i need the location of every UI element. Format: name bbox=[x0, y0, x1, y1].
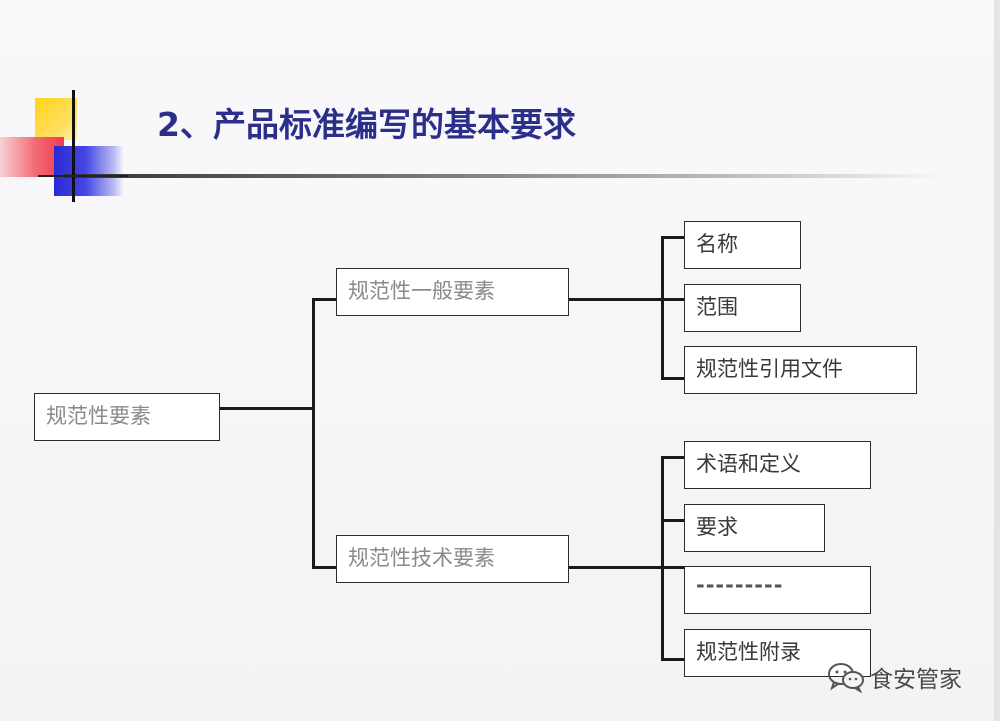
node-leaf-name: 名称 bbox=[684, 221, 801, 269]
connector-b2-c1 bbox=[661, 456, 685, 459]
connector-b2-c2 bbox=[661, 519, 685, 522]
wechat-logo-icon bbox=[828, 663, 864, 693]
connector-b1-c3 bbox=[661, 377, 685, 380]
node-leaf-requirements: 要求 bbox=[684, 504, 825, 552]
connector-b2-c3 bbox=[661, 566, 685, 569]
connector-b1-c1 bbox=[661, 236, 685, 239]
decor-red-square bbox=[0, 137, 64, 177]
connector-b1-trunk bbox=[661, 236, 664, 379]
watermark: 食安管家 bbox=[826, 660, 962, 694]
connector-b1-c2 bbox=[661, 298, 685, 301]
connector-b2-c4 bbox=[661, 658, 685, 661]
connector-branch-2 bbox=[312, 566, 336, 569]
decor-vertical-line bbox=[72, 90, 75, 202]
node-leaf-normative-references: 规范性引用文件 bbox=[684, 346, 917, 394]
connector-b2-out bbox=[568, 566, 664, 569]
connector-branch-1 bbox=[312, 298, 336, 301]
node-leaf-ellipsis: --------- bbox=[684, 566, 871, 614]
decor-blue-square bbox=[54, 146, 124, 196]
watermark-text: 食安管家 bbox=[870, 667, 962, 693]
node-leaf-normative-annex: 规范性附录 bbox=[684, 629, 871, 677]
node-leaf-scope: 范围 bbox=[684, 284, 801, 332]
connector-b1-out bbox=[568, 298, 664, 301]
slide-edge bbox=[994, 0, 1000, 721]
node-branch-general: 规范性一般要素 bbox=[336, 268, 569, 316]
connector-b2-trunk bbox=[661, 456, 664, 660]
decor-yellow-square bbox=[35, 98, 77, 140]
node-branch-technical: 规范性技术要素 bbox=[336, 535, 569, 583]
node-leaf-terms-definitions: 术语和定义 bbox=[684, 441, 871, 489]
decor-horizontal-line bbox=[38, 175, 128, 177]
connector-root bbox=[219, 407, 314, 410]
slide-title: 2、产品标准编写的基本要求 bbox=[157, 105, 576, 144]
connector-trunk bbox=[312, 298, 315, 568]
node-root: 规范性要素 bbox=[34, 393, 220, 441]
title-underline bbox=[64, 174, 944, 178]
